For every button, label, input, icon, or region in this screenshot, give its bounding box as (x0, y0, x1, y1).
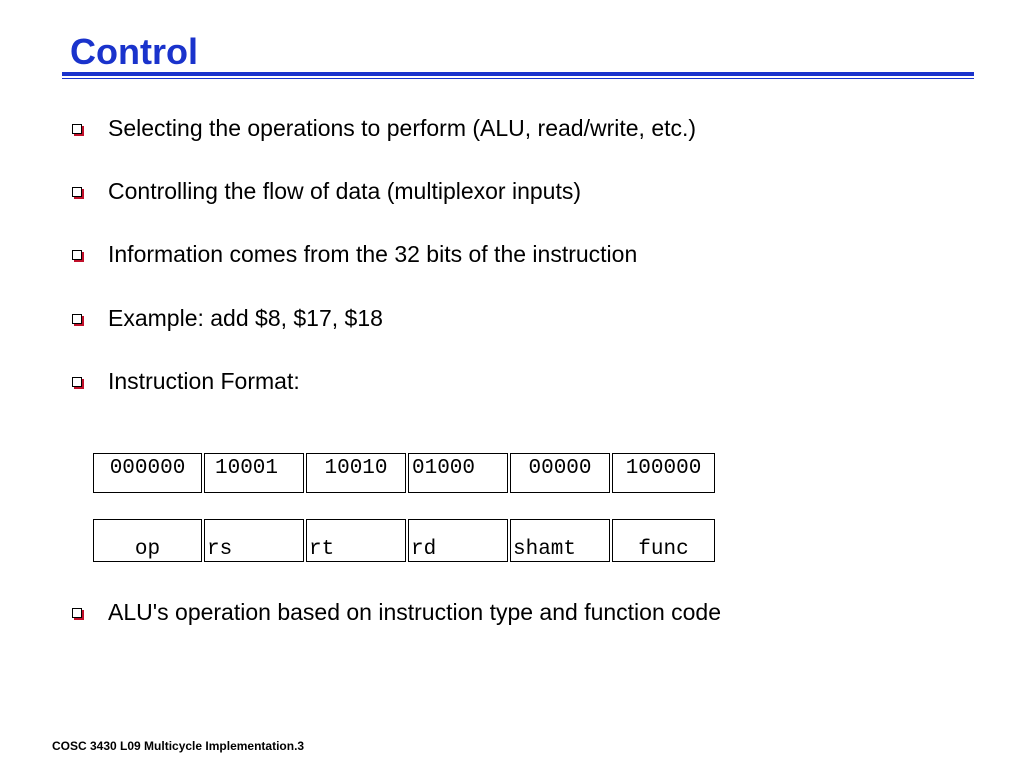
square-bullet-icon (72, 249, 82, 260)
square-bullet-icon (72, 313, 82, 324)
square-bullet-icon (72, 186, 82, 197)
bullet-text: Instruction Format: (108, 368, 300, 394)
field-name-op: op (93, 519, 202, 562)
bullet-item: Information comes from the 32 bits of th… (72, 241, 637, 268)
bullet-item: Selecting the operations to perform (ALU… (72, 115, 696, 142)
field-value-rd: 01000 (408, 453, 508, 493)
bullet-text: Information comes from the 32 bits of th… (108, 241, 638, 267)
slide-title: Control (70, 31, 198, 72)
square-bullet-icon (72, 607, 82, 618)
field-value-rs: 10001 (204, 453, 304, 493)
bullet-text: ALU's operation based on instruction typ… (108, 599, 722, 625)
bullet-item: Example: add $8, $17, $18 (72, 305, 383, 332)
field-name-rs: rs (204, 519, 304, 562)
field-value-rt: 10010 (306, 453, 406, 493)
field-value-func: 100000 (612, 453, 715, 493)
title-underline (62, 72, 974, 76)
field-value-op: 000000 (93, 453, 202, 493)
instruction-fields-row: op rs rt rd shamt func (93, 519, 717, 562)
field-name-rd: rd (408, 519, 508, 562)
bullet-text: Example: add $8, $17, $18 (108, 305, 383, 331)
bullet-text: Controlling the flow of data (multiplexo… (108, 178, 582, 204)
slide-footer: COSC 3430 L09 Multicycle Implementation.… (52, 739, 305, 753)
square-bullet-icon (72, 123, 82, 134)
field-name-shamt: shamt (510, 519, 610, 562)
bullet-item: Instruction Format: (72, 368, 300, 395)
instruction-bits-row: 000000 10001 10010 01000 00000 100000 (93, 453, 717, 493)
field-name-func: func (612, 519, 715, 562)
bullet-text: Selecting the operations to perform (ALU… (108, 115, 697, 141)
title-underline-thin (62, 78, 974, 79)
square-bullet-icon (72, 376, 82, 387)
field-value-shamt: 00000 (510, 453, 610, 493)
bullet-item: Controlling the flow of data (multiplexo… (72, 178, 581, 205)
bullet-item: ALU's operation based on instruction typ… (72, 599, 721, 626)
field-name-rt: rt (306, 519, 406, 562)
